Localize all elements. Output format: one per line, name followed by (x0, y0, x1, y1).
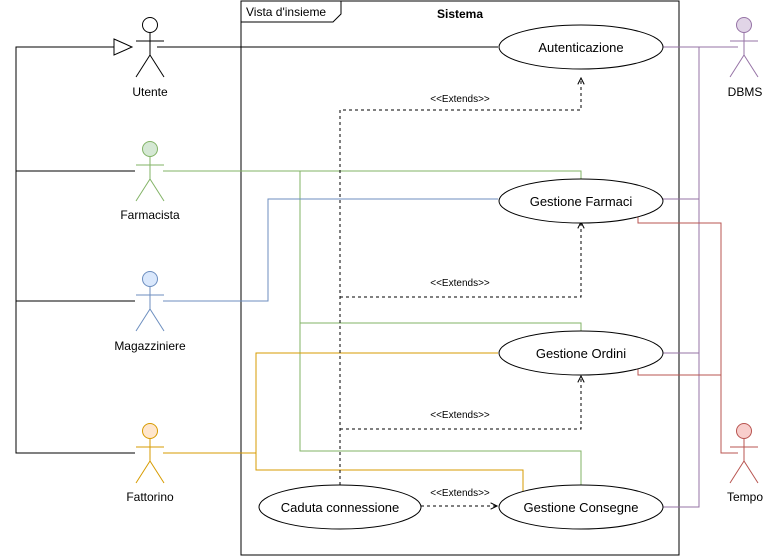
use-case-label: Gestione Farmaci (530, 194, 633, 209)
assoc-magazziniere-farmaci (163, 198, 498, 302)
actor-right-leg (149, 308, 165, 332)
use-case-gestione-farmaci[interactable]: Gestione Farmaci (498, 178, 664, 224)
assoc-farmacista (163, 170, 582, 485)
use-case-label: Gestione Ordini (536, 346, 626, 361)
use-case-autenticazione[interactable]: Autenticazione (498, 24, 664, 70)
assoc-fattorino (163, 352, 524, 491)
actor-left-leg (135, 308, 151, 332)
actor-left-leg (135, 178, 151, 202)
extends-label-farmaci: <<Extends>> (430, 278, 490, 289)
actor-left-leg (729, 54, 745, 78)
extends-label-ordini: <<Extends>> (430, 410, 490, 421)
actor-head (736, 423, 752, 439)
actor-label-magazziniere: Magazziniere (114, 339, 186, 353)
actor-right-leg (149, 460, 165, 484)
actor-label-tempo: Tempo (727, 490, 763, 504)
actor-label-farmacista: Farmacista (120, 208, 180, 222)
actor-farmacista[interactable] (135, 141, 165, 202)
use-case-label: Caduta connessione (281, 500, 400, 515)
generalization-arrowhead (113, 38, 134, 56)
actor-left-leg (729, 460, 745, 484)
actor-left-leg (135, 54, 151, 78)
actor-magazziniere[interactable] (135, 271, 165, 332)
use-case-label: Gestione Consegne (524, 500, 639, 515)
extends-label-autenticazione: <<Extends>> (430, 94, 490, 105)
actor-label-dbms: DBMS (728, 85, 763, 99)
use-case-caduta-connessione[interactable]: Caduta connessione (258, 484, 422, 530)
use-case-label: Autenticazione (538, 40, 623, 55)
actor-head (142, 141, 158, 157)
system-frame: Vista d'insieme Sistema (240, 0, 680, 556)
actor-head (142, 271, 158, 287)
extends-lines (339, 78, 581, 506)
actor-label-fattorino: Fattorino (126, 490, 174, 504)
actor-tempo[interactable] (729, 423, 759, 484)
actor-head (142, 423, 158, 439)
actor-dbms[interactable] (729, 17, 759, 78)
actor-fattorino[interactable] (135, 423, 165, 484)
actor-right-leg (149, 178, 165, 202)
extends-label-consegne: <<Extends>> (430, 488, 490, 499)
generalization-lines (15, 46, 135, 454)
extends-labels: <<Extends>> <<Extends>> <<Extends>> <<Ex… (430, 94, 490, 499)
assoc-tempo (637, 214, 738, 454)
actor-head (736, 17, 752, 33)
assoc-dbms (663, 46, 738, 508)
actor-utente[interactable] (135, 17, 165, 78)
actor-head (142, 17, 158, 33)
frame-title: Sistema (437, 7, 483, 21)
use-case-gestione-ordini[interactable]: Gestione Ordini (498, 330, 664, 376)
use-case-gestione-consegne[interactable]: Gestione Consegne (498, 484, 664, 530)
actor-right-leg (743, 460, 759, 484)
actor-label-utente: Utente (132, 85, 168, 99)
actor-right-leg (743, 54, 759, 78)
actor-left-leg (135, 460, 151, 484)
frame-tab-label: Vista d'insieme (246, 5, 326, 19)
actor-right-leg (149, 54, 165, 78)
